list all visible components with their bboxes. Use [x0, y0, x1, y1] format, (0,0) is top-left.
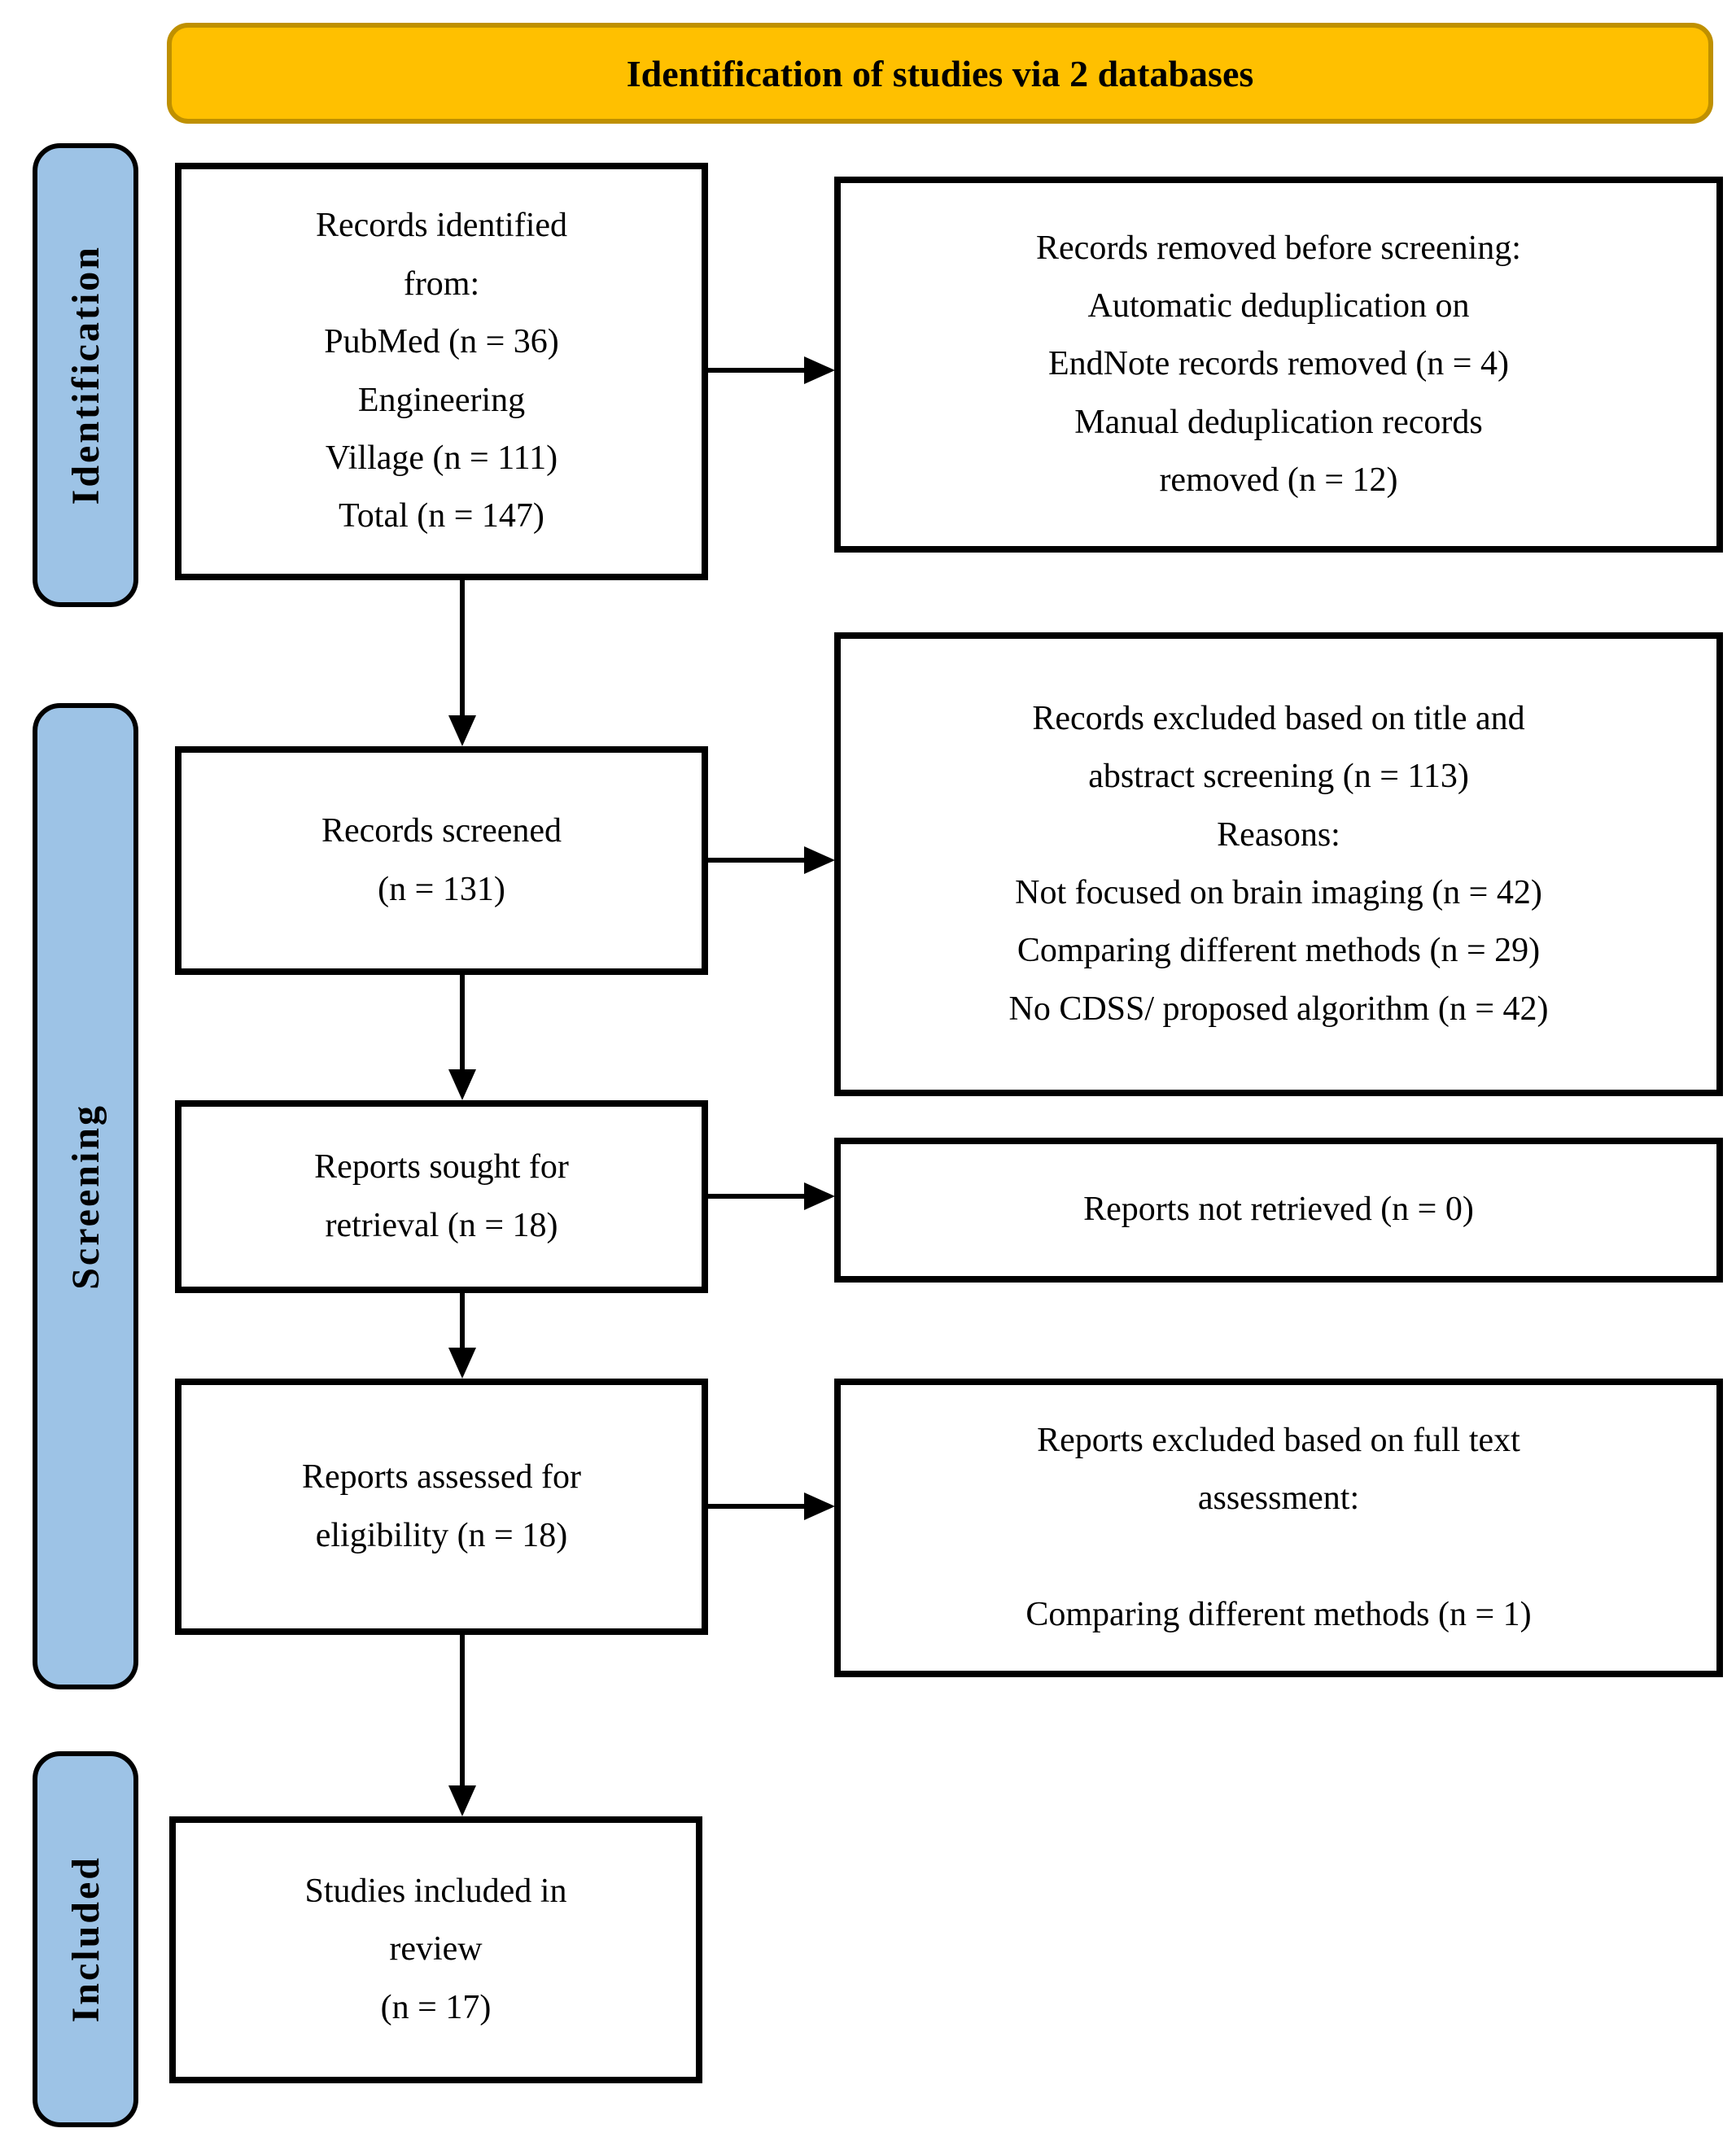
arrow-shaft — [708, 858, 807, 863]
box-studies-included: Studies included in review (n = 17) — [169, 1816, 702, 2083]
arrow-head-icon — [804, 356, 835, 384]
box-reports-excluded-full-text: Reports excluded based on full text asse… — [834, 1379, 1723, 1677]
phase-identification: Identification — [33, 143, 138, 607]
phase-screening: Screening — [33, 703, 138, 1689]
box-records-removed-text: Records removed before screening: Automa… — [1036, 229, 1521, 500]
arrow-shaft — [460, 1635, 465, 1790]
arrow-head-icon — [448, 1785, 476, 1816]
arrow-head-icon — [448, 1069, 476, 1100]
arrow-shaft — [708, 368, 807, 373]
banner-title: Identification of studies via 2 database… — [167, 23, 1713, 124]
box-records-excluded-text: Records excluded based on title and abst… — [1008, 699, 1549, 1028]
box-studies-included-text: Studies included in review (n = 17) — [304, 1872, 567, 2026]
box-records-removed: Records removed before screening: Automa… — [834, 177, 1723, 553]
box-reports-sought: Reports sought for retrieval (n = 18) — [175, 1100, 708, 1293]
box-records-identified: Records identified from: PubMed (n = 36)… — [175, 163, 708, 580]
banner-title-label: Identification of studies via 2 database… — [626, 52, 1254, 94]
arrow-head-icon — [804, 1182, 835, 1210]
arrow-head-icon — [448, 715, 476, 746]
box-reports-assessed-text: Reports assessed for eligibility (n = 18… — [302, 1458, 581, 1554]
phase-included: Included — [33, 1751, 138, 2127]
arrow-shaft — [460, 580, 465, 719]
arrow-shaft — [460, 1293, 465, 1352]
phase-screening-label: Screening — [63, 1103, 107, 1290]
arrow-head-icon — [804, 1492, 835, 1520]
box-reports-not-retrieved: Reports not retrieved (n = 0) — [834, 1138, 1723, 1283]
box-records-excluded: Records excluded based on title and abst… — [834, 632, 1723, 1096]
phase-identification-label: Identification — [63, 245, 107, 505]
box-reports-not-retrieved-text: Reports not retrieved (n = 0) — [1083, 1191, 1474, 1229]
arrow-shaft — [708, 1504, 807, 1509]
phase-included-label: Included — [63, 1855, 107, 2023]
box-records-identified-text: Records identified from: PubMed (n = 36)… — [315, 207, 568, 535]
box-records-screened-text: Records screened (n = 131) — [321, 812, 562, 908]
arrow-head-icon — [804, 846, 835, 874]
arrow-shaft — [708, 1194, 807, 1199]
box-reports-assessed: Reports assessed for eligibility (n = 18… — [175, 1379, 708, 1635]
arrow-shaft — [460, 975, 465, 1073]
box-reports-excluded-full-text-text: Reports excluded based on full text asse… — [1025, 1421, 1532, 1633]
box-records-screened: Records screened (n = 131) — [175, 746, 708, 975]
arrow-head-icon — [448, 1348, 476, 1379]
box-reports-sought-text: Reports sought for retrieval (n = 18) — [314, 1148, 569, 1244]
